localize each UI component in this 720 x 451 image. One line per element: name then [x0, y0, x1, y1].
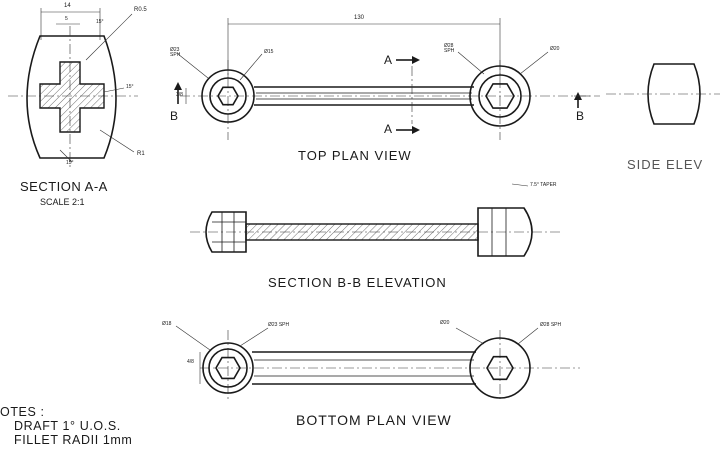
- dim-radius-fillet: R1: [137, 151, 145, 157]
- section-bb-view: [190, 183, 560, 257]
- notes-heading: OTES :: [0, 405, 45, 419]
- dim-angle-right: 15°: [126, 84, 134, 90]
- dim-bottom-height-mark: 4/8: [187, 359, 194, 365]
- side-elevation-title: SIDE ELEV: [627, 157, 704, 172]
- dim-section-inner: 5: [65, 16, 68, 22]
- dim-bottom-right-bore: Ø20: [440, 320, 450, 326]
- bottom-plan-view-title: BOTTOM PLAN VIEW: [296, 412, 452, 428]
- section-bb-title: SECTION B-B ELEVATION: [268, 275, 447, 290]
- side-elevation-view: [606, 63, 720, 125]
- section-marker-a-top: A: [384, 53, 393, 67]
- section-marker-a-bottom: A: [384, 122, 393, 136]
- top-plan-view: [174, 18, 600, 140]
- dim-top-left-bore: Ø15: [264, 49, 274, 55]
- notes-line-2: FILLET RADII 1mm: [14, 433, 133, 447]
- dim-radius-small: R0.5: [134, 7, 147, 13]
- dim-top-right-sph: Ø28 SPH: [444, 43, 455, 54]
- bottom-plan-view: [175, 325, 580, 400]
- dim-height-mark: 3/8: [176, 92, 183, 98]
- dim-top-right-bore: Ø20: [550, 46, 560, 52]
- top-plan-view-title: TOP PLAN VIEW: [298, 148, 412, 163]
- section-marker-b-left: B: [170, 109, 179, 123]
- section-marker-b-right: B: [576, 109, 585, 123]
- section-aa-scale: SCALE 2:1: [40, 197, 85, 207]
- dim-bottom-left-sph: Ø23 SPH: [268, 322, 290, 328]
- dim-section-width: 14: [64, 3, 71, 9]
- section-aa-view: [8, 8, 138, 170]
- notes-line-1: DRAFT 1° U.O.S.: [14, 419, 121, 433]
- dim-angle-top: 15°: [96, 19, 104, 25]
- section-aa-title: SECTION A-A: [20, 179, 108, 194]
- dim-bottom-right-sph: Ø28 SPH: [540, 322, 562, 328]
- dim-angle-bottom: 15°: [66, 160, 74, 166]
- dim-overall-length: 130: [354, 15, 365, 21]
- dim-top-left-sph: Ø23 SPH: [170, 47, 181, 58]
- dim-taper: 7.5° TAPER: [530, 182, 557, 188]
- dim-bottom-left-bore: Ø18: [162, 321, 172, 327]
